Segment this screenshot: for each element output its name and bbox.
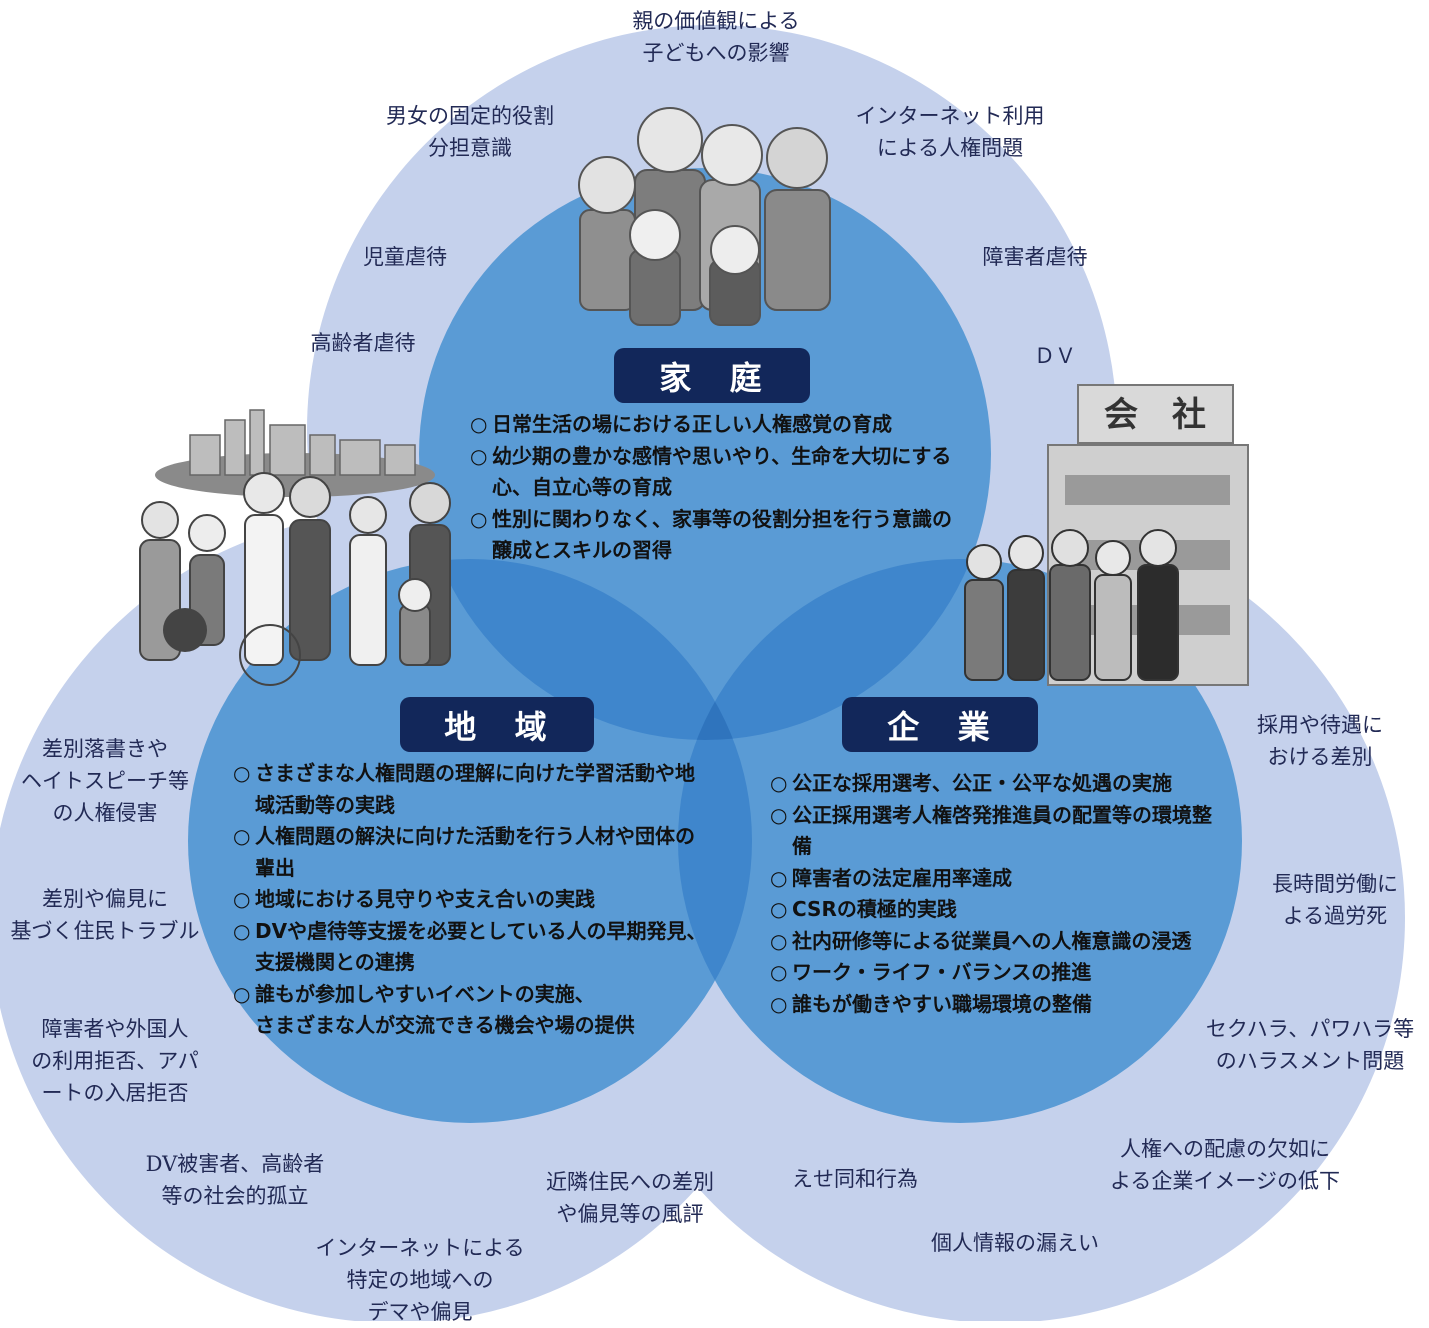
issue-label: 差別や偏見に基づく住民トラブル — [10, 887, 200, 943]
bullet-mark: ○ — [470, 412, 488, 436]
community-item: ○さまざまな人権問題の理解に向けた学習活動や地域活動等の実践 — [233, 758, 713, 821]
company-item-text: CSRの積極的実践 — [792, 897, 957, 921]
community-item: ○人権問題の解決に向けた活動を行う人材や団体の輩出 — [233, 821, 713, 884]
community-item-text: 地域における見守りや支え合いの実践 — [255, 887, 595, 911]
community-items: ○さまざまな人権問題の理解に向けた学習活動や地域活動等の実践○人権問題の解決に向… — [233, 758, 713, 1042]
title-company: 企 業 — [842, 697, 1038, 752]
bullet-mark: ○ — [233, 981, 251, 1006]
issue-label: 長時間労働による過労死 — [1272, 872, 1398, 928]
issue-label: インターネット利用による人権問題 — [855, 104, 1045, 160]
company-item: ○社内研修等による従業員への人権意識の浸透 — [770, 926, 1230, 958]
issue-label: 人権への配慮の欠如による企業イメージの低下 — [1110, 1137, 1340, 1193]
overlap-home-community — [419, 559, 752, 740]
bullet-mark: ○ — [470, 506, 488, 531]
home-items: ○日常生活の場における正しい人権感覚の育成○幼少期の豊かな感情や思いやり、生命を… — [470, 409, 970, 567]
issue-label: 高齢者虐待 — [310, 331, 416, 355]
bullet-mark: ○ — [233, 824, 251, 848]
community-item-text: 誰もが参加しやすいイベントの実施、さまざまな人が交流できる機会や場の提供 — [255, 981, 635, 1038]
community-item-text: さまざまな人権問題の理解に向けた学習活動や地域活動等の実践 — [255, 761, 695, 817]
issue-label: 児童虐待 — [363, 245, 447, 269]
issue-label: DV被害者、高齢者等の社会的孤立 — [145, 1152, 325, 1208]
issue-label: 近隣住民への差別や偏見等の風評 — [546, 1170, 714, 1226]
community-illustration — [139, 409, 451, 686]
company-item: ○公正な採用選考、公正・公平な処遇の実施 — [770, 768, 1230, 800]
issue-label: 障害者虐待 — [982, 245, 1088, 269]
title-home: 家 庭 — [614, 348, 810, 403]
company-item: ○ワーク・ライフ・バランスの推進 — [770, 957, 1230, 989]
bullet-mark: ○ — [770, 802, 788, 827]
home-item: ○幼少期の豊かな感情や思いやり、生命を大切にする心、自立心等の育成 — [470, 441, 970, 504]
issue-label: 男女の固定的役割分担意識 — [386, 104, 554, 160]
title-community: 地 域 — [400, 697, 594, 752]
company-item: ○障害者の法定雇用率達成 — [770, 863, 1230, 895]
bullet-mark: ○ — [770, 897, 788, 921]
company-item-text: 誰もが働きやすい職場環境の整備 — [792, 991, 1092, 1016]
bullet-mark: ○ — [770, 960, 788, 984]
bullet-mark: ○ — [770, 991, 788, 1016]
overlap-home-company — [678, 559, 991, 740]
inner-circles — [188, 168, 1242, 1123]
issue-label: ＤＶ — [1034, 344, 1076, 368]
issue-label: 採用や待遇における差別 — [1257, 713, 1383, 769]
company-item: ○誰もが働きやすい職場環境の整備 — [770, 989, 1230, 1021]
company-items: ○公正な採用選考、公正・公平な処遇の実施○公正採用選考人権啓発推進員の配置等の環… — [770, 768, 1230, 1020]
community-item-text: 人権問題の解決に向けた活動を行う人材や団体の輩出 — [255, 824, 695, 880]
home-item-text: 幼少期の豊かな感情や思いやり、生命を大切にする心、自立心等の育成 — [492, 443, 952, 500]
issue-label: 差別落書きやヘイトスピーチ等の人権侵害 — [21, 737, 189, 825]
issue-label: インターネットによる特定の地域へのデマや偏見 — [315, 1236, 525, 1324]
bullet-mark: ○ — [770, 771, 788, 795]
community-item: ○DVや虐待等支援を必要としている人の早期発見、支援機関との連携 — [233, 916, 713, 979]
bullet-mark: ○ — [770, 928, 788, 953]
home-item: ○日常生活の場における正しい人権感覚の育成 — [470, 409, 970, 441]
issue-label: セクハラ、パワハラ等のハラスメント問題 — [1205, 1017, 1415, 1073]
company-item-text: 公正採用選考人権啓発推進員の配置等の環境整備 — [792, 802, 1212, 859]
bullet-mark: ○ — [470, 443, 488, 468]
community-item: ○地域における見守りや支え合いの実践 — [233, 884, 713, 916]
issue-label: えせ同和行為 — [792, 1167, 918, 1191]
bullet-mark: ○ — [770, 865, 788, 890]
issue-label: 親の価値観による子どもへの影響 — [632, 9, 800, 65]
community-item-text: DVや虐待等支援を必要としている人の早期発見、支援機関との連携 — [255, 918, 707, 975]
company-item: ○CSRの積極的実践 — [770, 894, 1230, 926]
company-item-text: 社内研修等による従業員への人権意識の浸透 — [792, 928, 1192, 953]
company-illustration: 会 社 — [964, 384, 1249, 686]
issue-label: 個人情報の漏えい — [931, 1231, 1099, 1255]
bullet-mark: ○ — [233, 918, 251, 943]
bullet-mark: ○ — [233, 761, 251, 785]
issue-label: 障害者や外国人の利用拒否、アパートの入居拒否 — [31, 1017, 199, 1105]
company-item-text: 公正な採用選考、公正・公平な処遇の実施 — [792, 771, 1172, 795]
bullet-mark: ○ — [233, 887, 251, 911]
community-item: ○誰もが参加しやすいイベントの実施、さまざまな人が交流できる機会や場の提供 — [233, 979, 713, 1042]
company-item-text: ワーク・ライフ・バランスの推進 — [792, 960, 1092, 984]
building-sign: 会 社 — [1104, 395, 1206, 435]
home-item-text: 日常生活の場における正しい人権感覚の育成 — [492, 412, 892, 436]
home-item-text: 性別に関わりなく、家事等の役割分担を行う意識の醸成とスキルの習得 — [492, 506, 952, 563]
company-item: ○公正採用選考人権啓発推進員の配置等の環境整備 — [770, 800, 1230, 863]
family-illustration — [578, 107, 831, 326]
company-item-text: 障害者の法定雇用率達成 — [792, 865, 1012, 890]
home-item: ○性別に関わりなく、家事等の役割分担を行う意識の醸成とスキルの習得 — [470, 504, 970, 567]
